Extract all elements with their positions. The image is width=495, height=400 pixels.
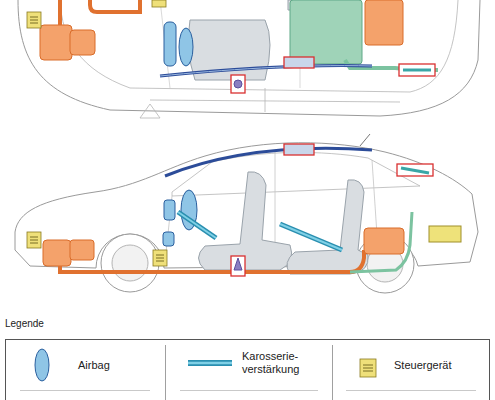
body-reinforcement-side: [178, 212, 216, 238]
car-body-top: [140, 88, 400, 118]
legend-entry: Airbag: [78, 359, 158, 372]
control-unit-symbol-side: [156, 255, 164, 261]
high-voltage-component-side: [70, 240, 94, 260]
control-unit-swatch: [360, 359, 376, 377]
legend-label: Airbag: [78, 359, 110, 371]
seat-side: [199, 172, 292, 270]
legend-entry: Steuergerät: [394, 359, 484, 372]
high-voltage-component-top: [40, 25, 72, 60]
legend-heading: Legende: [5, 317, 44, 330]
reinforcement-swatch: [188, 363, 232, 364]
car-body-top: [60, 0, 458, 92]
body-reinforcement-side: [178, 212, 216, 238]
control-unit-swatch: [363, 365, 373, 371]
reinforcement-swatch: [188, 362, 232, 365]
legend-label: Steuergerät: [394, 359, 451, 371]
airbag-top: [164, 22, 193, 66]
control-unit-symbol-side: [30, 237, 38, 243]
airbag-side: [163, 190, 197, 246]
battery-top: [290, 0, 362, 64]
high-voltage-component-top: [70, 30, 95, 55]
battery-side: [350, 212, 461, 272]
battery-side: [350, 212, 412, 272]
car-body-side: [15, 134, 478, 293]
highlight-box-top: [284, 57, 314, 68]
legend-label: Karosserie- verstärkung: [242, 350, 299, 375]
car-body-side: [112, 245, 148, 281]
body-reinforcement-top: [160, 66, 372, 76]
body-reinforcement-side: [280, 224, 342, 250]
seat-side: [199, 172, 369, 274]
highlight-box-top: [399, 64, 435, 76]
control-unit-symbol-top: [27, 0, 166, 28]
highlight-box-side: [231, 256, 245, 276]
control-unit-symbol-top: [30, 17, 38, 23]
highlight-box-side: [284, 144, 314, 155]
legend-frame: [6, 340, 490, 400]
legend-frame: [20, 390, 476, 391]
control-unit-symbol-side: [27, 232, 167, 266]
high-voltage-component-top: [58, 0, 62, 25]
airbag-top: [179, 28, 193, 66]
control-unit-symbol-side: [153, 250, 167, 266]
legend-frame: [6, 340, 490, 400]
car-body-top: [18, 0, 480, 118]
body-reinforcement-side: [165, 148, 372, 250]
highlight-box-top: [234, 80, 242, 88]
control-unit-symbol-top: [27, 12, 41, 28]
airbag-swatch: [35, 349, 49, 381]
car-body-top: [18, 0, 480, 116]
car-body-side: [101, 234, 159, 292]
high-voltage-component-side: [364, 228, 404, 254]
legend-frame: [166, 345, 333, 400]
high-voltage-component-top: [90, 0, 140, 12]
reinforcement-swatch: [188, 360, 232, 366]
highlight-box-side: [231, 144, 433, 276]
high-voltage-component-side: [43, 228, 404, 272]
legend-entry: Karosserie- verstärkung: [242, 350, 314, 376]
highlight-box-top: [231, 75, 245, 93]
car-body-side: [172, 152, 420, 196]
body-reinforcement-side: [165, 148, 372, 176]
highlight-box-side: [401, 168, 429, 173]
highlight-box-side: [234, 258, 242, 270]
battery-side: [429, 226, 461, 242]
high-voltage-component-side: [43, 240, 71, 266]
airbag-top: [164, 22, 176, 66]
airbag-swatch: [35, 349, 49, 381]
body-reinforcement-side: [280, 224, 342, 250]
high-voltage-component-top: [365, 0, 403, 45]
body-reinforcement-top: [160, 66, 372, 76]
control-unit-swatch: [360, 359, 376, 377]
high-voltage-component-side: [60, 250, 364, 272]
body-reinforcement-top: [160, 66, 372, 76]
airbag-side: [164, 200, 175, 220]
car-body-side: [360, 134, 370, 146]
control-unit-symbol-top: [152, 0, 166, 7]
airbag-side: [163, 232, 174, 246]
highlight-box-side: [397, 164, 433, 176]
seat-side: [287, 180, 368, 274]
control-unit-symbol-side: [27, 232, 41, 248]
highlight-box-top: [403, 69, 431, 72]
highlight-box-top: [231, 57, 435, 93]
